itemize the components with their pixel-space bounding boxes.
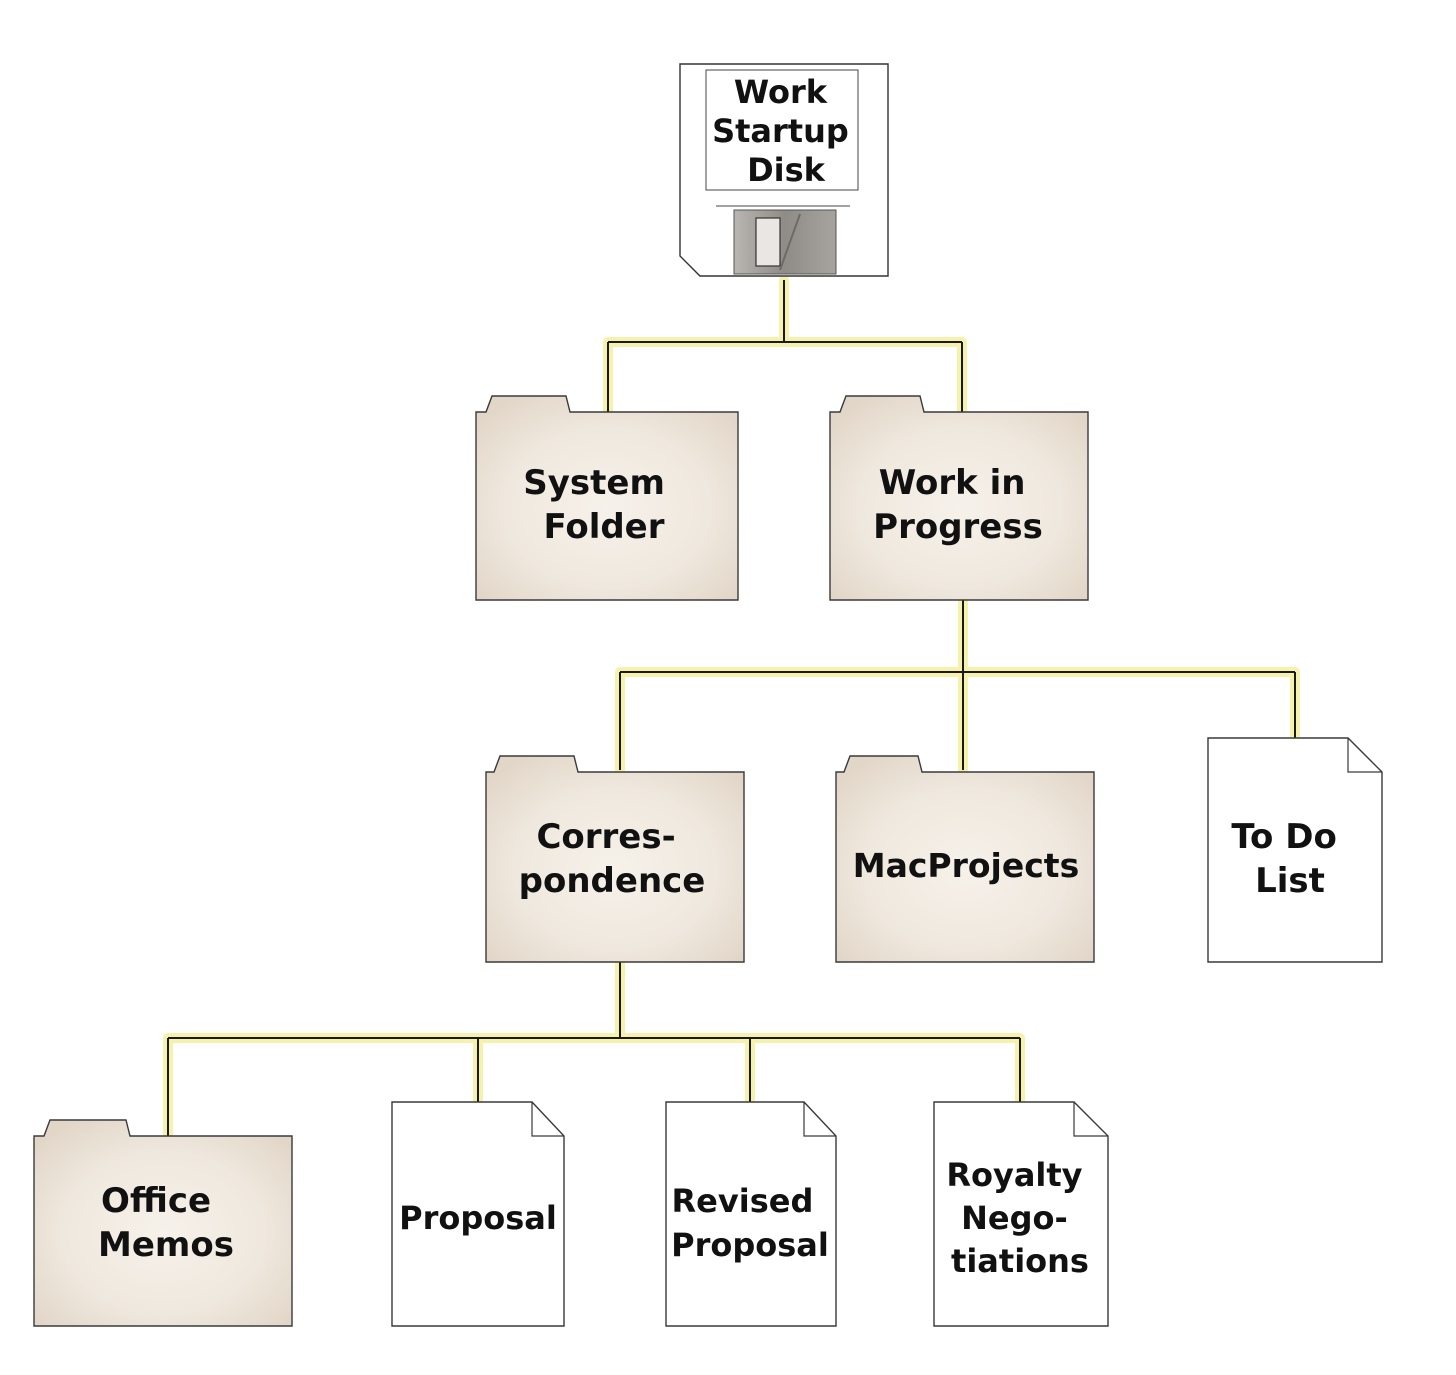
folder-work-in-progress-label: Work in Progress [873,463,1043,547]
document-icon [665,1101,837,1327]
royalty-negotiations-line-3: tiations [951,1242,1089,1280]
correspondence-line-2: pondence [519,861,706,901]
to-do-list-line-1: To Do [1231,817,1336,857]
disk-shutter-icon [733,209,837,275]
document-icon [1207,737,1383,963]
office-memos-line-2: Memos [98,1225,234,1265]
royalty-negotiations-line-2: Nego- [961,1199,1068,1237]
folder-icon [835,755,1095,963]
folder-system-folder[interactable]: System Folder [475,395,739,601]
disk-label-line-1: Work [734,73,828,111]
macprojects-line-1: MacProjects [853,846,1079,885]
system-folder-line-2: Folder [543,507,664,547]
folder-correspondence-label: Corres- pondence [519,817,706,901]
document-icon [933,1101,1109,1327]
startup-disk[interactable]: Work Startup Disk [679,63,889,277]
royalty-negotiations-line-1: Royalty [946,1156,1082,1194]
revised-proposal-line-2: Proposal [671,1226,829,1264]
work-in-progress-line-1: Work in [879,463,1026,503]
folder-office-memos[interactable]: Office Memos [33,1119,293,1327]
dog-ear [531,1102,564,1137]
to-do-list-line-2: List [1255,861,1325,901]
revised-proposal-line-1: Revised [672,1182,814,1220]
document-revised-proposal[interactable]: Revised Proposal [665,1101,837,1327]
disk-label: Work Startup Disk [712,73,860,189]
work-in-progress-line-2: Progress [873,507,1043,547]
dog-ear [1073,1102,1108,1137]
folder-icon [485,755,745,963]
dog-ear [803,1102,836,1137]
folder-macprojects[interactable]: MacProjects [835,755,1095,963]
correspondence-line-1: Corres- [536,817,675,857]
document-royalty-negotiations[interactable]: Royalty Nego- tiations [933,1101,1109,1327]
folder-icon [475,395,739,601]
document-icon [391,1101,565,1327]
folder-office-memos-label: Office Memos [98,1181,234,1265]
connector-lines [163,275,1300,1141]
folder-icon [33,1119,293,1327]
folder-icon [829,395,1089,601]
folder-macprojects-label: MacProjects [853,846,1079,885]
folder-system-folder-label: System Folder [523,463,676,547]
document-proposal-label: Proposal [399,1199,557,1237]
document-to-do-list[interactable]: To Do List [1207,737,1383,963]
folder-work-in-progress[interactable]: Work in Progress [829,395,1089,601]
disk-label-line-3: Disk [747,151,826,189]
folder-correspondence[interactable]: Corres- pondence [485,755,745,963]
disk-label-line-2: Startup [712,112,849,150]
document-to-do-list-label: To Do List [1231,817,1348,901]
disk-label-area [705,69,859,191]
document-revised-proposal-label: Revised Proposal [671,1182,829,1264]
system-folder-line-1: System [523,463,665,503]
dog-ear [1347,738,1382,773]
proposal-line-1: Proposal [399,1199,557,1237]
office-memos-line-1: Office [101,1181,211,1221]
document-royalty-negotiations-label: Royalty Nego- tiations [946,1156,1093,1280]
document-proposal[interactable]: Proposal [391,1101,565,1327]
